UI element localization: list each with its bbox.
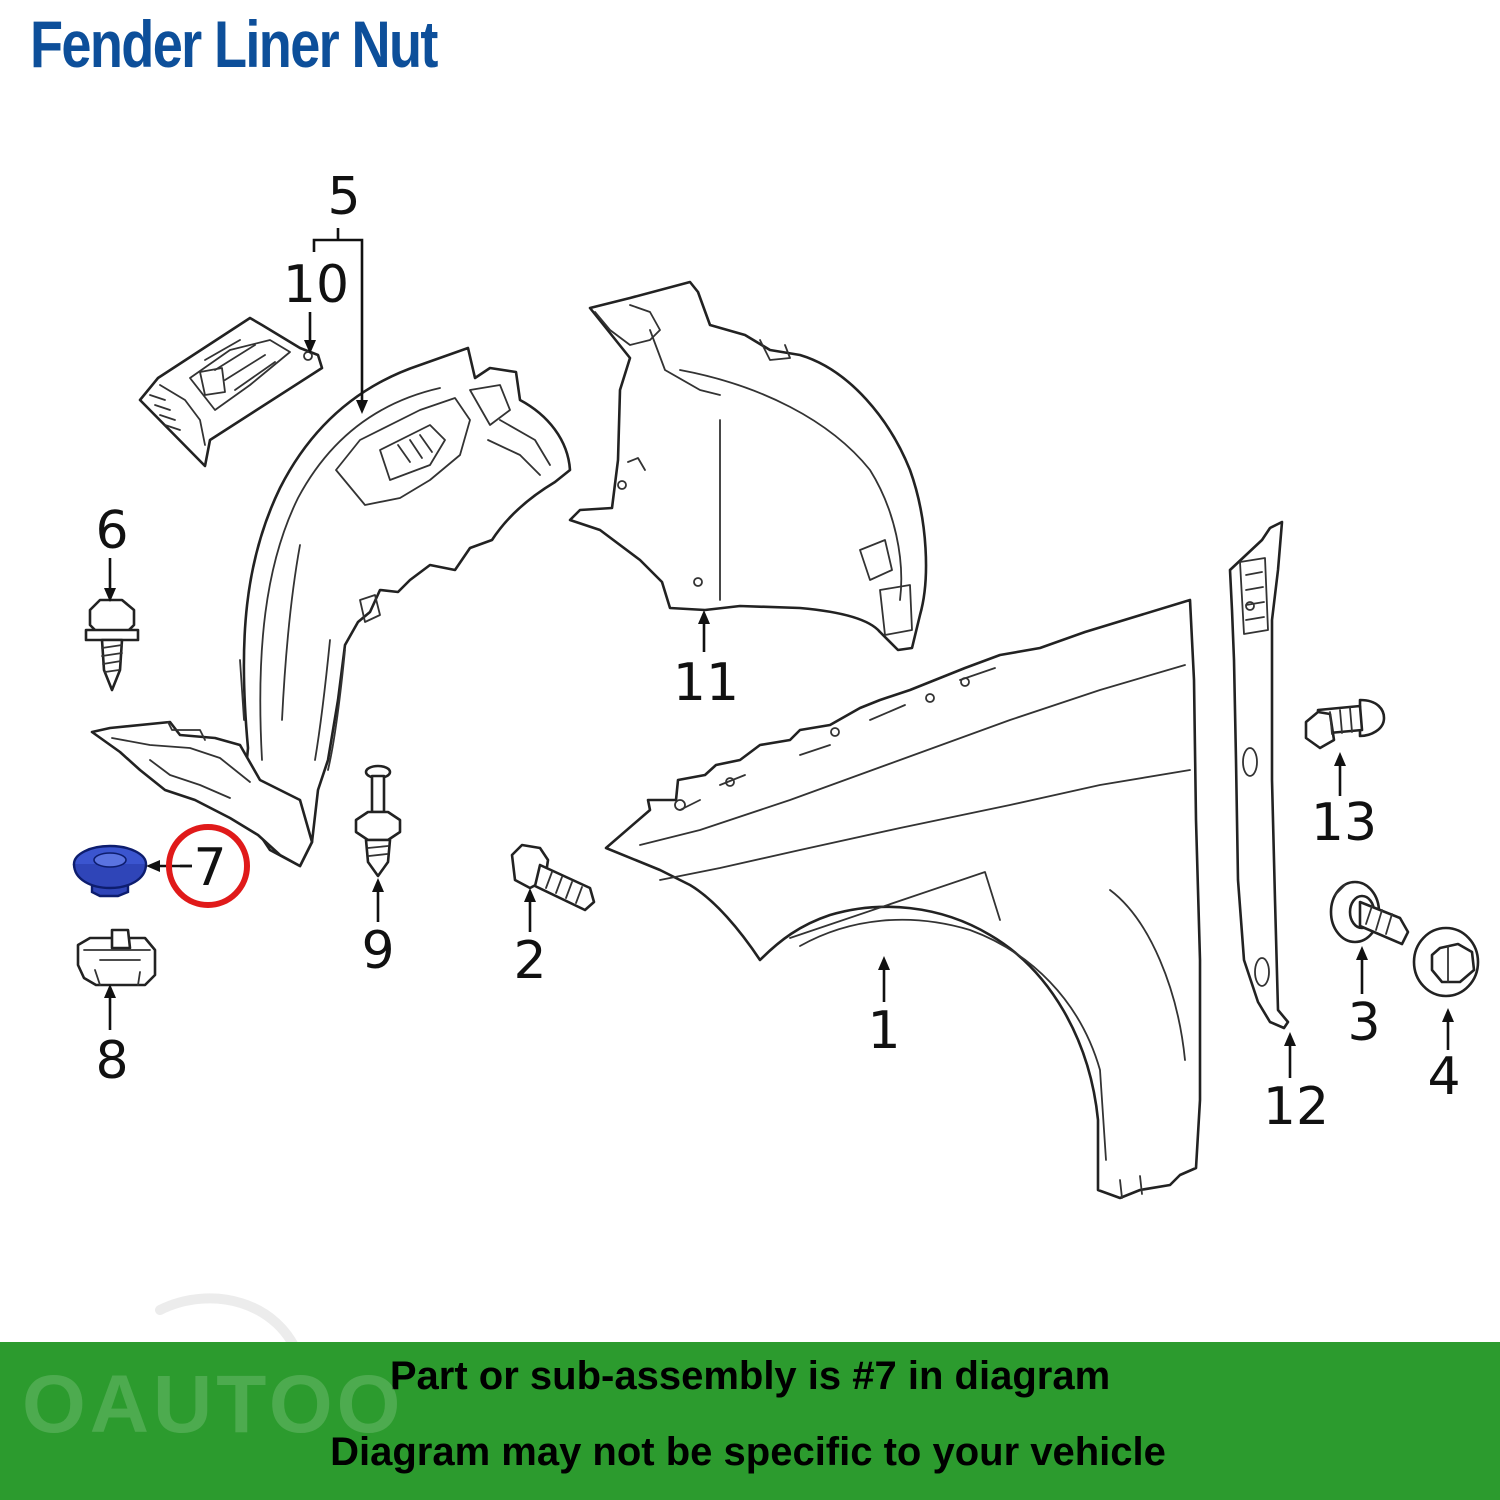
callout-6: 6 xyxy=(95,501,128,561)
callout-1: 1 xyxy=(867,1001,900,1061)
leader-lines xyxy=(104,228,1454,1078)
callout-4: 4 xyxy=(1427,1047,1460,1107)
callout-7: 7 xyxy=(193,838,226,898)
parts-diagram: 5 10 6 7 8 9 2 11 1 12 13 3 4 xyxy=(72,167,1480,1200)
callout-5: 5 xyxy=(327,167,360,227)
banner-line-part-number: Part or sub-assembly is #7 in diagram xyxy=(389,1354,1111,1398)
part-9-push-pin xyxy=(354,764,402,878)
part-8-clip-nut xyxy=(76,928,157,987)
callout-12: 12 xyxy=(1263,1077,1329,1137)
part-12-bracket xyxy=(1228,520,1290,1030)
part-13-stud xyxy=(1304,698,1386,750)
page-title: Fender Liner Nut xyxy=(30,7,438,81)
info-banner: Part or sub-assembly is #7 in diagram Di… xyxy=(0,1342,1500,1500)
part-11-rear-liner xyxy=(568,280,928,652)
part-7-fender-liner-nut xyxy=(72,844,148,898)
callout-8: 8 xyxy=(95,1031,128,1091)
part-5-fender-liner xyxy=(239,346,572,868)
callout-11: 11 xyxy=(673,653,739,713)
banner-line-disclaimer: Diagram may not be specific to your vehi… xyxy=(330,1430,1166,1474)
part-2-bolt xyxy=(510,843,596,912)
part-4-flange-nut xyxy=(1412,926,1480,998)
callout-2: 2 xyxy=(513,931,546,991)
highlight-ring xyxy=(166,824,250,908)
watermark-swoosh-icon xyxy=(155,1293,305,1365)
part-10-shield xyxy=(138,316,324,468)
callout-10: 10 xyxy=(283,255,349,315)
part-6-screw xyxy=(84,598,140,692)
part-5-lower-splash xyxy=(90,720,314,868)
callout-13: 13 xyxy=(1311,793,1377,853)
callout-9: 9 xyxy=(361,921,394,981)
part-3-flanged-bolt xyxy=(1329,880,1410,946)
callout-3: 3 xyxy=(1347,993,1380,1053)
watermark-logo: OAUTOO xyxy=(22,1359,405,1450)
part-1-fender xyxy=(604,598,1202,1200)
